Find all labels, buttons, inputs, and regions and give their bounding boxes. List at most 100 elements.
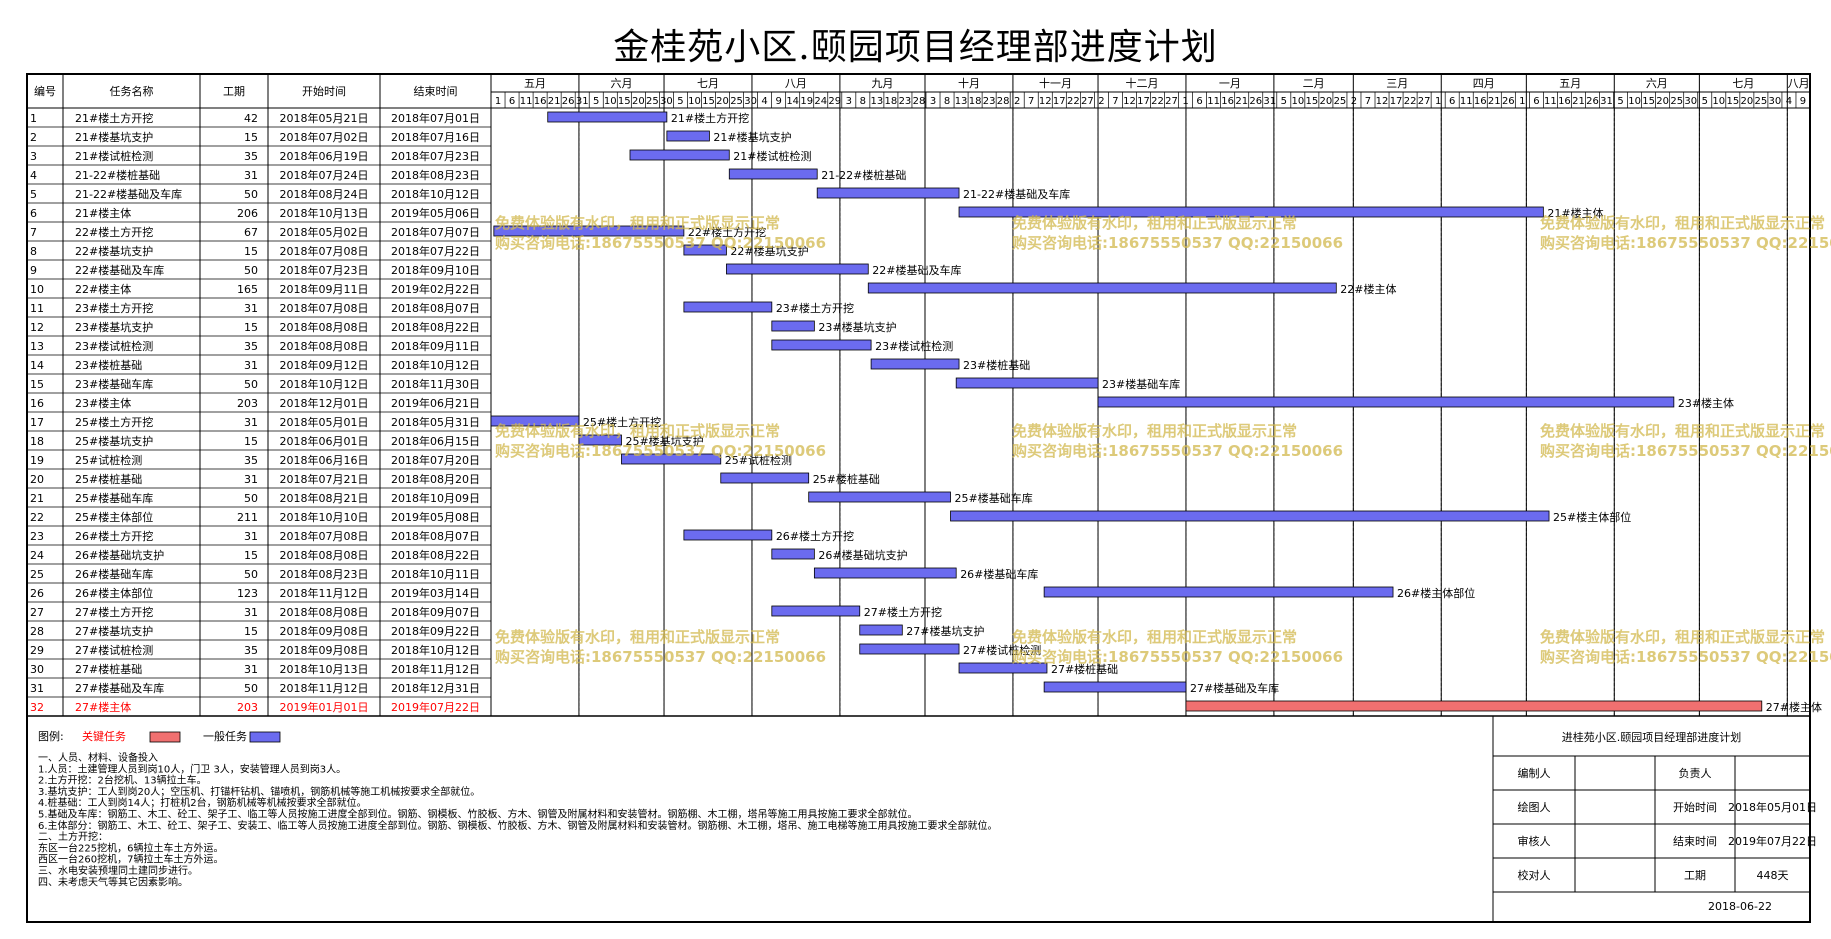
day-tick-label: 20: [1656, 96, 1669, 107]
task-duration: 203: [237, 701, 258, 714]
task-bar: [728, 168, 818, 180]
task-name: 21#楼试桩检测: [75, 149, 153, 163]
task-name: 27#楼桩基础: [75, 662, 142, 676]
task-name: 21-22#楼基础及车库: [75, 187, 182, 201]
task-name: 25#楼主体部位: [75, 510, 153, 524]
watermark-line-2: 购买咨询电话:18675550537 QQ:22150066: [1540, 648, 1831, 666]
task-bar-label: 25#楼基坑支护: [625, 434, 703, 448]
task-start: 2018年10月10日: [280, 510, 369, 524]
task-start: 2018年12月01日: [280, 396, 369, 410]
task-bar: [771, 605, 861, 617]
task-id: 7: [30, 226, 37, 239]
task-end: 2018年06月15日: [391, 434, 480, 448]
day-tick-label: 29: [828, 96, 841, 107]
task-bar-label: 26#楼基础车库: [960, 567, 1038, 581]
day-tick-label: 11: [1544, 96, 1557, 107]
task-id: 1: [30, 112, 37, 125]
task-id: 11: [30, 302, 44, 315]
info-manager_label: 负责人: [1679, 766, 1712, 780]
note-line: 5.基础及车库：钢筋工、木工、砼工、架子工、临工等人员按施工进度全部到位。钢筋、…: [38, 808, 918, 821]
task-bar-label: 25#试桩检测: [725, 453, 792, 467]
day-tick-label: 17: [1137, 96, 1150, 107]
day-tick-label: 21: [1572, 96, 1585, 107]
task-bar-label: 22#楼基坑支护: [730, 244, 808, 258]
task-name: 27#楼主体: [75, 700, 131, 714]
task-start: 2018年07月08日: [280, 244, 369, 258]
day-tick-label: 15: [702, 96, 715, 107]
task-end: 2018年12月31日: [391, 681, 480, 695]
task-bar-label: 23#楼基础车库: [1102, 377, 1180, 391]
day-tick-label: 1: [1435, 96, 1441, 107]
task-end: 2019年07月22日: [391, 700, 480, 714]
task-duration: 31: [244, 169, 258, 182]
task-duration: 42: [244, 112, 258, 125]
task-name: 21#楼主体: [75, 206, 131, 220]
watermark-line-1: 免费体验版有水印，租用和正式版显示正常: [1540, 214, 1825, 232]
task-start: 2018年07月08日: [280, 301, 369, 315]
task-duration: 15: [244, 625, 258, 638]
note-line: 西区一台260挖机，7辆拉土车土方外运。: [38, 853, 223, 866]
info-editor_label: 编制人: [1518, 766, 1551, 780]
task-id: 12: [30, 321, 44, 334]
watermark-line-2: 购买咨询电话:18675550537 QQ:22150066: [1540, 234, 1831, 252]
task-name: 25#楼基坑支护: [75, 434, 153, 448]
task-bar-label: 23#楼桩基础: [963, 358, 1030, 372]
chart-frame: [26, 73, 1811, 923]
day-tick-label: 13: [871, 96, 884, 107]
day-tick-label: 15: [1642, 96, 1655, 107]
task-start: 2018年09月12日: [280, 358, 369, 372]
task-end: 2018年07月16日: [391, 130, 480, 144]
day-tick-label: 12: [1039, 96, 1052, 107]
task-name: 25#试桩检测: [75, 453, 142, 467]
task-start: 2018年07月24日: [280, 168, 369, 182]
task-start: 2018年05月02日: [280, 225, 369, 239]
task-bar: [1043, 681, 1187, 693]
task-duration: 15: [244, 549, 258, 562]
day-tick-label: 25: [1334, 96, 1347, 107]
task-bar-label: 22#楼土方开挖: [688, 225, 766, 239]
task-start: 2018年08月08日: [280, 605, 369, 619]
watermark-line-1: 免费体验版有水印，租用和正式版显示正常: [495, 628, 780, 646]
task-bar: [666, 130, 710, 142]
day-tick-label: 11: [1460, 96, 1473, 107]
task-bar: [950, 510, 1550, 522]
watermark-line-1: 免费体验版有水印，租用和正式版显示正常: [495, 422, 780, 440]
task-start: 2018年10月12日: [280, 377, 369, 391]
task-end: 2018年08月07日: [391, 301, 480, 315]
task-bar-label: 26#楼土方开挖: [776, 529, 854, 543]
legend-normal-text: 一般任务: [203, 730, 247, 743]
note-line: 1.人员：土建管理人员到岗10人，门卫 3人，安装管理人员到岗3人。: [38, 762, 346, 775]
day-tick-label: 31: [576, 96, 589, 107]
task-name: 22#楼基础及车库: [75, 263, 164, 277]
task-end: 2018年07月01日: [391, 111, 480, 125]
month-label: 八月: [785, 77, 807, 90]
day-tick-label: 21: [548, 96, 561, 107]
task-start: 2018年08月24日: [280, 187, 369, 201]
info-date: 2018-06-22: [1708, 900, 1772, 913]
task-start: 2018年05月01日: [280, 415, 369, 429]
task-name: 25#楼基础车库: [75, 491, 153, 505]
task-start: 2018年06月01日: [280, 434, 369, 448]
task-duration: 35: [244, 150, 258, 163]
task-id: 20: [30, 473, 44, 486]
task-bar: [859, 624, 903, 636]
info-start: 2018年05月01日: [1728, 800, 1817, 814]
task-duration: 31: [244, 530, 258, 543]
task-id: 9: [30, 264, 37, 277]
task-name: 23#楼土方开挖: [75, 301, 153, 315]
day-tick-label: 18: [969, 96, 982, 107]
task-end: 2018年09月07日: [391, 605, 480, 619]
task-bar-label: 27#楼试桩检测: [963, 643, 1041, 657]
task-bar: [1097, 396, 1675, 408]
watermark-line-2: 购买咨询电话:18675550537 QQ:22150066: [495, 442, 826, 460]
task-bar-label: 22#楼基础及车库: [872, 263, 961, 277]
day-tick-label: 1: [1519, 96, 1525, 107]
task-id: 13: [30, 340, 44, 353]
day-tick-label: 10: [1628, 96, 1641, 107]
day-tick-label: 4: [1786, 96, 1792, 107]
day-tick-label: 22: [1151, 96, 1164, 107]
task-name: 22#楼基坑支护: [75, 244, 153, 258]
note-line: 东区一台225挖机，6辆拉土车土方外运。: [38, 841, 223, 854]
day-tick-label: 21: [1235, 96, 1248, 107]
info-duration: 448天: [1757, 869, 1789, 882]
